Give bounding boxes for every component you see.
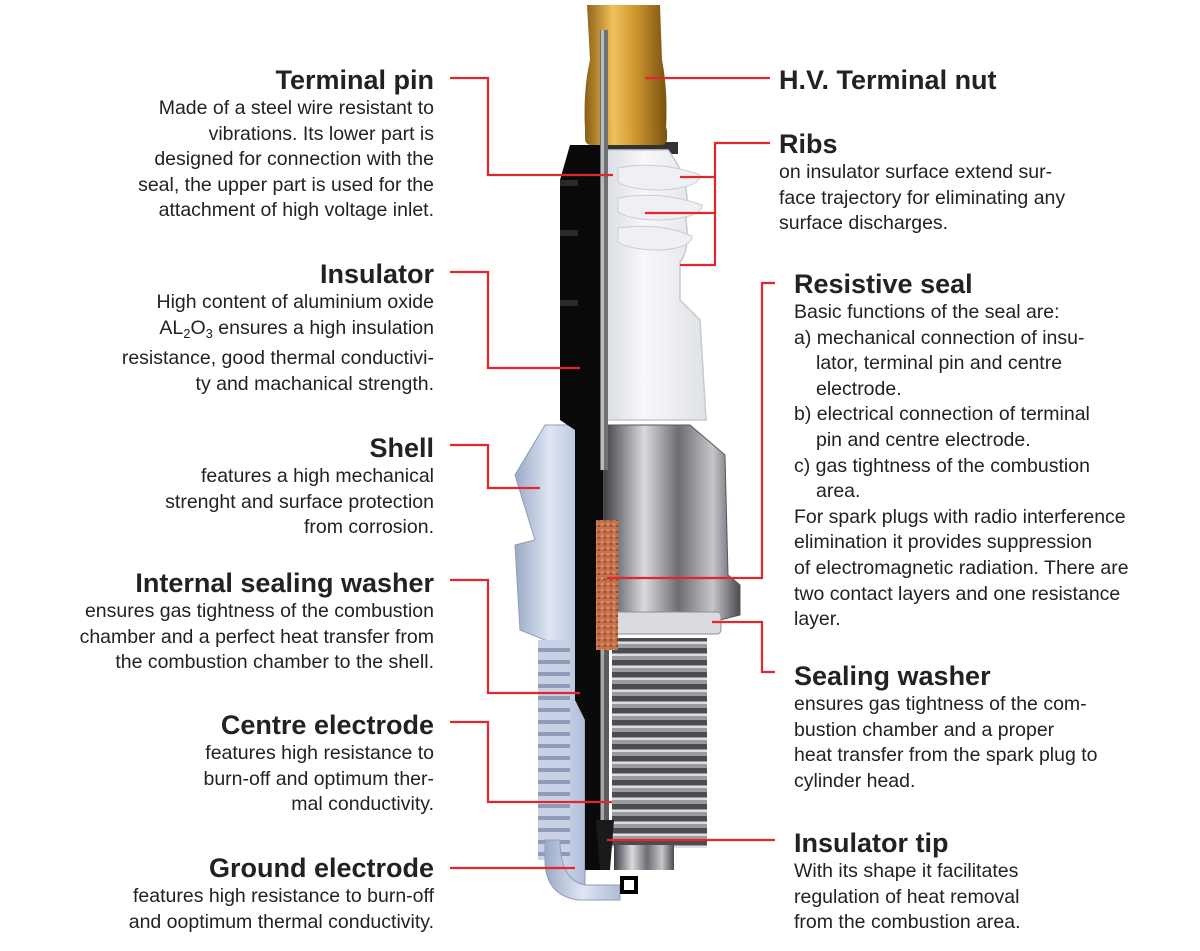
shell-title: Shell: [369, 433, 434, 463]
label-insulator: Insulator High content of aluminium oxid…: [0, 258, 434, 397]
rib: [617, 225, 693, 251]
formula-o-sub: 3: [205, 325, 213, 341]
leader-shell: [450, 443, 540, 490]
ribs-line: surface discharges.: [779, 212, 949, 235]
terminal-pin-shape: [600, 30, 608, 470]
insulator-tip-line: regulation of heat removal: [794, 885, 1020, 908]
label-resistive-seal: Resistive seal Basic functions of the se…: [794, 268, 1194, 633]
rib: [617, 164, 701, 191]
hv-nut-title: H.V. Terminal nut: [779, 65, 997, 95]
insulator-title: Insulator: [319, 259, 434, 289]
sealing-washer-line: bustion chamber and a proper: [794, 718, 1055, 741]
internal-washer-title: Internal sealing washer: [135, 568, 434, 598]
resistive-seal-line: of electromagnetic radiation. There are: [794, 556, 1129, 579]
leader-ribs: [680, 141, 770, 267]
shell-shape: [602, 424, 741, 870]
label-hv-terminal-nut: H.V. Terminal nut: [779, 64, 1189, 96]
resistive-seal-line: For spark plugs with radio interference: [794, 505, 1126, 528]
shell-line: from corrosion.: [303, 516, 434, 539]
terminal-pin-title: Terminal pin: [275, 65, 434, 95]
centre-electrode-title: Centre electrode: [220, 710, 434, 740]
resistive-seal-line: layer.: [794, 608, 841, 631]
centre-electrode-line: features high resistance to: [205, 742, 434, 764]
ground-electrode-line: features high resistance to burn-off: [133, 885, 434, 907]
insulator-tip-line: from the combustion area.: [794, 911, 1021, 934]
shell-line: strenght and surface protection: [165, 490, 434, 513]
leader-insulator: [450, 270, 580, 370]
hv-terminal-nut-shape: [584, 5, 667, 145]
ribs-line: on insulator surface extend sur-: [779, 161, 1053, 183]
terminal-pin-line: designed for connection with the: [154, 148, 434, 171]
centre-electrode-line: mal conductivity.: [291, 793, 434, 816]
insulator-cut: [560, 145, 603, 870]
label-insulator-tip: Insulator tip With its shape it facilita…: [794, 827, 1194, 936]
resistive-seal-line: lator, terminal pin and centre: [816, 352, 1063, 375]
insulator-tip-title: Insulator tip: [794, 828, 949, 858]
insulator-tip-shape: [596, 820, 638, 894]
resistive-seal-line: area.: [816, 480, 861, 503]
internal-washer-line: chamber and a perfect heat transfer from: [79, 625, 434, 648]
resistive-seal-line: a) mechanical connection of insu-: [794, 326, 1085, 349]
insulator-line: resistance, good thermal conductivi-: [121, 347, 434, 370]
insulator-line: ty and machanical strength.: [195, 372, 434, 395]
ribs-line: face trajectory for eliminating any: [779, 186, 1066, 209]
ground-electrode-line: and ooptimum thermal conductivity.: [128, 910, 434, 933]
formula-rest: ensures a high insulation: [212, 316, 434, 339]
resistive-seal-line: elimination it provides suppression: [794, 531, 1093, 554]
ground-electrode-title: Ground electrode: [208, 853, 434, 883]
terminal-pin-line: vibrations. Its lower part is: [208, 122, 434, 145]
insulator-exterior: [602, 142, 707, 421]
resistive-seal-title: Resistive seal: [794, 269, 973, 299]
label-terminal-pin: Terminal pin Made of a steel wire resist…: [0, 64, 434, 224]
resistive-seal-line: electrode.: [816, 377, 902, 400]
internal-washer-line: the combustion chamber to the shell.: [115, 651, 434, 674]
leader-terminal-pin: [450, 76, 613, 177]
leader-centre-electrode: [450, 720, 612, 804]
terminal-pin-line: seal, the upper part is used for the: [138, 173, 434, 196]
insulator-formula-line: AL2O3 ensures a high insulation: [0, 316, 434, 347]
internal-washer-line: ensures gas tightness of the combustion: [84, 600, 434, 622]
label-shell: Shell features a high mechanical strengh…: [0, 432, 434, 541]
formula-al: AL: [159, 316, 184, 339]
terminal-pin-line: attachment of high voltage inlet.: [158, 199, 434, 222]
insulator-tip-line: With its shape it facilitates: [794, 860, 1019, 882]
centre-electrode-shape: [600, 650, 609, 860]
rib: [617, 194, 703, 221]
sealing-washer-line: ensures gas tightness of the com-: [794, 693, 1087, 715]
shell-line: features a high mechanical: [200, 465, 434, 487]
leader-sealing-washer: [712, 620, 775, 674]
sealing-washer-line: cylinder head.: [794, 769, 916, 792]
resistive-seal-line: pin and centre electrode.: [816, 428, 1031, 451]
formula-al-sub: 2: [183, 325, 191, 341]
ribs-title: Ribs: [779, 129, 838, 159]
resistive-seal-line: c) gas tightness of the combustion: [794, 454, 1090, 477]
label-centre-electrode: Centre electrode features high resistanc…: [0, 709, 434, 818]
resistive-seal-shape: [596, 520, 618, 650]
resistive-seal-line: two contact layers and one resistance: [794, 582, 1121, 605]
centre-electrode-line: burn-off and optimum ther-: [203, 767, 434, 790]
label-sealing-washer: Sealing washer ensures gas tightness of …: [794, 660, 1194, 794]
formula-o: O: [190, 316, 206, 339]
leader-resistive-seal: [607, 281, 775, 580]
label-ground-electrode: Ground electrode features high resistanc…: [0, 852, 434, 935]
resistive-seal-line: b) electrical connection of terminal: [794, 403, 1090, 426]
resistive-seal-line: Basic functions of the seal are:: [794, 301, 1060, 323]
terminal-pin-line: Made of a steel wire resistant to: [158, 97, 434, 119]
label-internal-sealing-washer: Internal sealing washer ensures gas tigh…: [0, 567, 434, 676]
leader-lines: [450, 76, 775, 870]
label-ribs: Ribs on insulator surface extend sur- fa…: [779, 128, 1189, 237]
sealing-washer-line: heat transfer from the spark plug to: [794, 744, 1098, 767]
leader-internal-washer: [450, 578, 580, 695]
sealing-washer-title: Sealing washer: [794, 661, 991, 691]
insulator-line: High content of aluminium oxide: [156, 291, 435, 313]
